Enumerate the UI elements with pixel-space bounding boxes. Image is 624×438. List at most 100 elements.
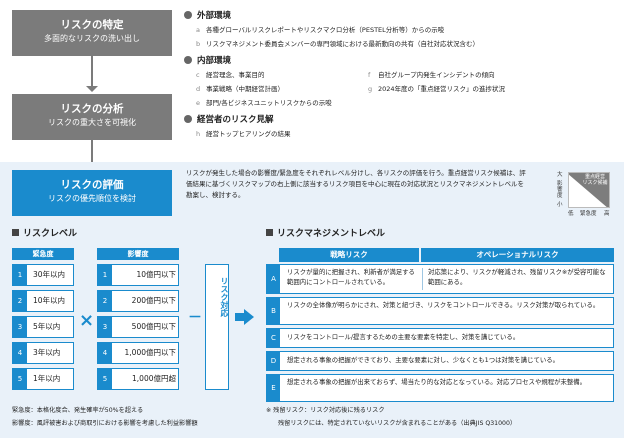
flow-connector-2 bbox=[91, 140, 93, 164]
risk-level-note-impact: 影響度：風評被害および商取引における影響を考慮した利益影響額 bbox=[12, 420, 198, 427]
impact-value: 500億円以下 bbox=[131, 322, 176, 331]
mini-risk-map-candidate-area bbox=[569, 173, 609, 207]
mgmt-d-text: 想定される事象の把握ができており、主要な要素に対し、少なくとも1つは対策を講じて… bbox=[287, 356, 560, 364]
risk-response-label: リスク対応 bbox=[220, 277, 229, 317]
impact-row: 3 500億円以下 bbox=[97, 316, 179, 338]
urgency-level-number: 5 bbox=[13, 369, 27, 389]
mgmt-row-e: E 想定される事象の把握が出来ておらず、場当たり的な対応となっている。対応プロセ… bbox=[266, 374, 614, 402]
urgency-row: 4 3年以内 bbox=[12, 342, 74, 364]
mgmt-b-text: リスクの全体像が明らかにされ、対策と紐づき、リスクをコントロールできる。リスク対… bbox=[287, 301, 600, 309]
impact-level-number: 5 bbox=[98, 369, 112, 389]
impact-level-number: 3 bbox=[98, 317, 112, 337]
mini-y-high: 大 bbox=[557, 172, 563, 178]
mgmt-row-d: D 想定される事象の把握ができており、主要な要素に対し、少なくとも1つは対策を講… bbox=[266, 351, 614, 371]
strategic-risk-header: 戦略リスク bbox=[279, 248, 419, 262]
mgmt-level-letter: A bbox=[267, 265, 280, 293]
urgency-row: 3 5年以内 bbox=[12, 316, 74, 338]
impact-row: 1 10億円以下 bbox=[97, 264, 179, 286]
step-analysis-title: リスクの分析 bbox=[60, 103, 124, 115]
executive-view-heading: 経営者のリスク見解 bbox=[184, 115, 274, 126]
urgency-value: 10年以内 bbox=[33, 296, 66, 305]
mgmt-level-letter: E bbox=[267, 375, 280, 401]
urgency-row: 2 10年以内 bbox=[12, 290, 74, 312]
urgency-value: 1年以内 bbox=[33, 374, 61, 383]
urgency-value: 5年以内 bbox=[33, 322, 61, 331]
mgmt-row-b: B リスクの全体像が明らかにされ、対策と紐づき、リスクをコントロールできる。リス… bbox=[266, 297, 614, 325]
urgency-level-number: 2 bbox=[13, 291, 27, 311]
risk-level-note-urgency: 緊急度：本格化度合、発生確率が50%を超える bbox=[12, 407, 144, 414]
square-bullet-icon bbox=[266, 229, 273, 236]
urgency-level-number: 3 bbox=[13, 317, 27, 337]
urgency-header: 緊急度 bbox=[12, 248, 74, 260]
impact-header: 影響度 bbox=[97, 248, 179, 260]
mgmt-e-text: 想定される事象の把握が出来ておらず、場当たり的な対応となっている。対応プロセスや… bbox=[287, 378, 587, 386]
bullet-icon bbox=[184, 11, 192, 19]
step-analysis-subtitle: リスクの重大さを可視化 bbox=[48, 118, 136, 127]
step-identification-subtitle: 多面的なリスクの洗い出し bbox=[44, 34, 140, 43]
internal-environment-heading: 内部環境 bbox=[184, 56, 231, 67]
multiply-sign: × bbox=[79, 310, 95, 331]
mini-x-label: 緊急度 bbox=[580, 211, 597, 217]
square-bullet-icon bbox=[12, 229, 19, 236]
mini-risk-map-grid bbox=[568, 172, 610, 208]
flow-connector-1 bbox=[91, 56, 93, 86]
step-identification-box: リスクの特定 多面的なリスクの洗い出し bbox=[12, 10, 172, 56]
impact-row: 4 1,000億円以下 bbox=[97, 342, 179, 364]
mini-y-low: 小 bbox=[557, 202, 563, 208]
urgency-row: 1 30年以内 bbox=[12, 264, 74, 286]
step-evaluation-subtitle: リスクの優先順位を検討 bbox=[48, 194, 136, 203]
step-identification-title: リスクの特定 bbox=[60, 19, 124, 31]
external-environment-heading: 外部環境 bbox=[184, 11, 231, 22]
flow-arrow-1 bbox=[86, 86, 98, 92]
mini-risk-map: 重点経営 リスク候補 大 影響度 小 低 緊急度 高 bbox=[554, 172, 610, 220]
impact-value: 1,000億円超 bbox=[132, 374, 176, 383]
step-evaluation-box: リスクの評価 リスクの優先順位を検討 bbox=[12, 170, 172, 216]
mini-y-label: 影響度 bbox=[557, 181, 563, 199]
mgmt-a-divider bbox=[422, 268, 423, 290]
impact-level-number: 2 bbox=[98, 291, 112, 311]
urgency-value: 3年以内 bbox=[33, 348, 61, 357]
mgmt-note-source: 残留リスクには、特定されていないリスクが含まれることがある（出典JIS Q310… bbox=[278, 420, 517, 427]
impact-level-number: 4 bbox=[98, 343, 112, 363]
mgmt-level-letter: B bbox=[267, 298, 280, 324]
bullet-icon bbox=[184, 56, 192, 64]
operational-risk-header: オペレーショナルリスク bbox=[421, 248, 614, 262]
mgmt-a-operational-text: 対応策により、リスクが軽減され、残留リスク※が受容可能な範囲にある。 bbox=[428, 268, 606, 286]
mini-x-high: 高 bbox=[604, 211, 610, 217]
mgmt-a-strategic-text: リスクが量的に把握され、利新者が満足する範囲内にコントロールされている。 bbox=[287, 268, 415, 286]
urgency-row: 5 1年以内 bbox=[12, 368, 74, 390]
mgmt-note-residual-risk: ※ 残留リスク：リスク対応後に残るリスク bbox=[266, 407, 385, 414]
minus-sign: － bbox=[188, 310, 202, 326]
step-evaluation-title: リスクの評価 bbox=[60, 179, 124, 191]
mini-x-low: 低 bbox=[568, 211, 574, 217]
mini-candidate-label-2: リスク候補 bbox=[582, 180, 608, 186]
arrow-right-icon bbox=[235, 313, 245, 321]
mgmt-level-title: リスクマネジメントレベル bbox=[266, 229, 385, 240]
urgency-value: 30年以内 bbox=[33, 270, 66, 279]
mgmt-row-a: A リスクが量的に把握され、利新者が満足する範囲内にコントロールされている。 対… bbox=[266, 264, 614, 294]
step-analysis-box: リスクの分析 リスクの重大さを可視化 bbox=[12, 94, 172, 140]
mgmt-c-text: リスクをコントロール/提言するための主要な要素を特定し、対策を講じている。 bbox=[287, 333, 520, 341]
arrow-right-icon-head bbox=[244, 309, 254, 325]
risk-level-title: リスクレベル bbox=[12, 229, 77, 240]
urgency-level-number: 4 bbox=[13, 343, 27, 363]
evaluation-description: リスクが発生した場合の影響度/緊急度をそれぞれレベル分けし、各リスクの評価を行う… bbox=[186, 169, 526, 199]
impact-value: 200億円以下 bbox=[131, 296, 176, 305]
impact-row: 2 200億円以下 bbox=[97, 290, 179, 312]
impact-value: 10億円以下 bbox=[136, 270, 176, 279]
impact-level-number: 1 bbox=[98, 265, 112, 285]
mgmt-level-letter: C bbox=[267, 329, 280, 347]
mgmt-level-letter: D bbox=[267, 352, 280, 370]
risk-response-box: リスク対応 bbox=[205, 264, 229, 390]
bullet-icon bbox=[184, 115, 192, 123]
mini-candidate-label-1: 重点経営 bbox=[584, 174, 605, 180]
impact-value: 1,000億円以下 bbox=[124, 348, 176, 357]
